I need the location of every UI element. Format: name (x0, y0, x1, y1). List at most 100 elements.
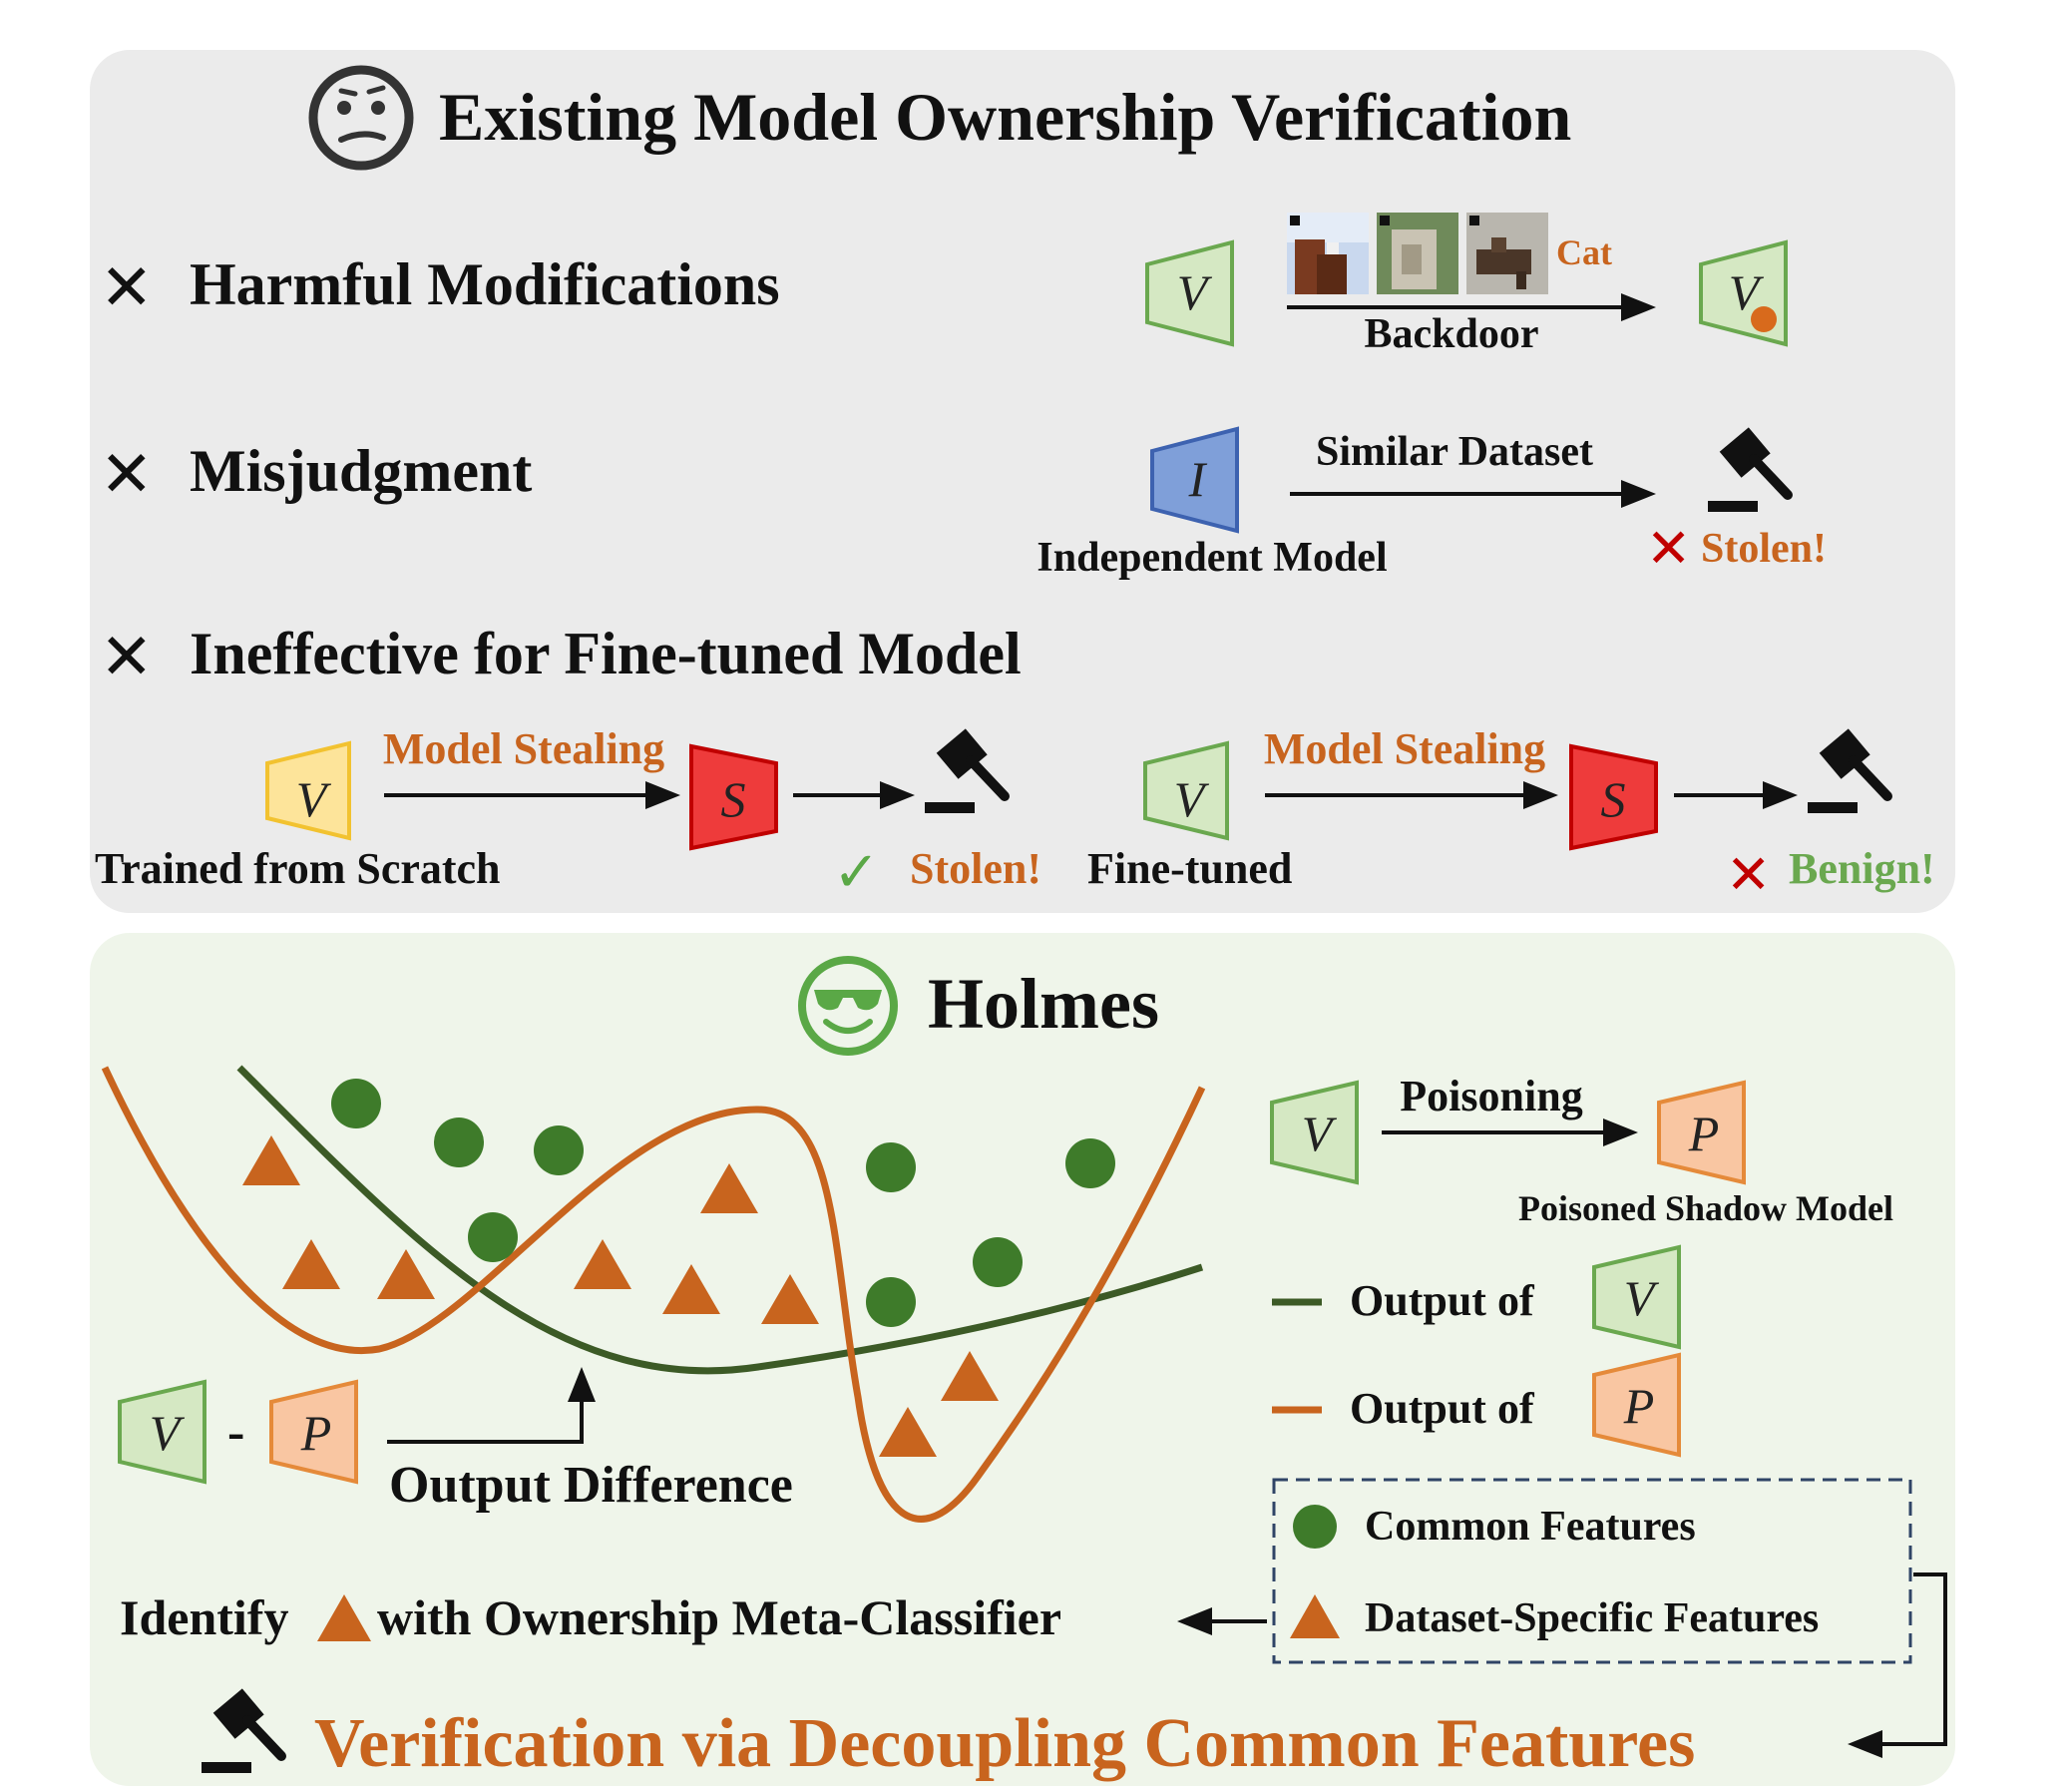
independent-model-shape: I (1150, 426, 1239, 534)
similar-dataset-arrow (1290, 480, 1656, 508)
specific-feature-point (941, 1351, 999, 1401)
specific-feature-point (700, 1163, 758, 1213)
gavel-icon (202, 1688, 286, 1773)
features-box (1272, 1478, 1912, 1664)
finetuned-model-shape: V (1143, 740, 1229, 841)
svg-text:P: P (300, 1405, 332, 1461)
conclusion-loop-arrow (1848, 1572, 1947, 1758)
identify-label-after: with Ownership Meta-Classifier (377, 1589, 1061, 1645)
svg-text:Output of: Output of (1350, 1384, 1535, 1433)
svg-text:S: S (721, 771, 746, 827)
similar-dataset-label: Similar Dataset (1316, 429, 1593, 475)
backdoor-arrow (1287, 293, 1656, 321)
orange-triangle-icon (317, 1594, 371, 1641)
identify-label-before: Identify (120, 1589, 288, 1645)
specific-feature-point (377, 1249, 435, 1299)
finetuned-verdict: Benign! (1789, 844, 1935, 893)
dataset-specific-features-label: Dataset-Specific Features (1365, 1595, 1819, 1641)
svg-text:V: V (1302, 1106, 1338, 1161)
issue-label-harmful: Harmful Modifications (190, 251, 780, 317)
legend-poisoned-output: Output of P (1272, 1352, 1681, 1458)
svg-text:V: V (1174, 771, 1210, 827)
svg-text:P: P (1623, 1378, 1655, 1434)
finetuned-arrow-label: Model Stealing (1264, 724, 1545, 773)
output-difference-arrow (387, 1367, 596, 1444)
common-feature-point (866, 1277, 916, 1327)
issue-label-finetuned: Ineffective for Fine-tuned Model (190, 621, 1022, 686)
output-difference-label: Output Difference (389, 1457, 793, 1514)
scratch-caption: Trained from Scratch (95, 844, 501, 893)
common-feature-point (468, 1212, 518, 1262)
common-feature-point (534, 1125, 584, 1175)
misjudgment-verdict: Stolen! (1701, 526, 1827, 572)
scratch-arrow-label: Model Stealing (383, 724, 664, 773)
finetuned-verify-arrow (1674, 781, 1798, 809)
specific-feature-point (574, 1239, 631, 1289)
svg-text:V: V (1177, 264, 1213, 320)
scratch-stealing-arrow (384, 781, 680, 809)
svg-text:I: I (1188, 451, 1208, 507)
finetuned-x-icon: ✕ (1726, 845, 1771, 905)
sunglasses-face-icon (798, 956, 898, 1056)
issue-label-misjudgment: Misjudgment (190, 438, 532, 504)
poisoning-victim-shape: V (1270, 1080, 1359, 1185)
specific-feature-point (761, 1274, 819, 1324)
misjudgment-x-icon: ✕ (1646, 519, 1691, 579)
specific-feature-point (242, 1135, 300, 1185)
difference-poisoned-shape: P (269, 1379, 358, 1485)
confused-face-icon (308, 65, 414, 171)
backdoored-model-shape: V (1699, 239, 1788, 347)
finetuned-stolen-model-shape: S (1569, 743, 1658, 851)
svg-text:P: P (1688, 1106, 1720, 1161)
scratch-stolen-model-shape: S (689, 743, 778, 851)
dataset-specific-feature-markers (242, 1135, 999, 1457)
trigger-image-2 (1377, 213, 1458, 294)
svg-text:S: S (1601, 771, 1626, 827)
scratch-verdict: Stolen! (910, 844, 1041, 893)
backdoor-dot-icon (1751, 306, 1777, 332)
trigger-image-3 (1466, 213, 1548, 294)
finetuned-stealing-arrow (1265, 781, 1558, 809)
common-feature-markers (331, 1079, 1115, 1327)
common-feature-point (973, 1237, 1023, 1287)
orange-triangle-icon (1290, 1594, 1340, 1638)
common-feature-point (866, 1142, 916, 1192)
legend-victim-output: Output of V (1272, 1244, 1681, 1350)
gavel-icon (1708, 427, 1793, 512)
gavel-icon (925, 728, 1010, 813)
common-features-label: Common Features (1365, 1504, 1696, 1550)
poisoned-output-curve (101, 1066, 1206, 1523)
scratch-check-icon: ✓ (833, 842, 880, 904)
trigger-image-1 (1287, 213, 1369, 294)
svg-text:V: V (296, 771, 332, 827)
conclusion-text: Verification via Decoupling Common Featu… (314, 1705, 1695, 1782)
common-feature-point (1065, 1138, 1115, 1188)
svg-text:Output of: Output of (1350, 1276, 1535, 1325)
backdoor-label: Backdoor (1364, 311, 1538, 357)
bottom-title: Holmes (928, 964, 1159, 1044)
finetuned-caption: Fine-tuned (1087, 844, 1292, 893)
trigger-target-label: Cat (1556, 232, 1612, 272)
scratch-verify-arrow (793, 781, 915, 809)
independent-model-caption: Independent Model (1036, 535, 1387, 581)
difference-victim-shape: V (118, 1379, 207, 1485)
specific-feature-point (662, 1264, 720, 1314)
poisoning-label: Poisoning (1400, 1072, 1582, 1120)
svg-text:V: V (150, 1405, 186, 1461)
specific-feature-point (282, 1239, 340, 1289)
poisoned-shadow-model-shape: P (1657, 1080, 1746, 1185)
top-title: Existing Model Ownership Verification (439, 79, 1571, 155)
green-circle-icon (1293, 1505, 1337, 1549)
gavel-icon (1808, 728, 1892, 813)
poisoning-arrow (1382, 1119, 1638, 1146)
victim-output-curve (236, 1065, 1204, 1375)
common-feature-point (434, 1118, 484, 1167)
difference-operator: - (227, 1404, 244, 1461)
issue-marker-3: ✕ (100, 622, 154, 692)
svg-text:V: V (1624, 1270, 1660, 1326)
common-feature-point (331, 1079, 381, 1128)
issue-marker-2: ✕ (100, 439, 154, 510)
victim-model-shape: V (1145, 239, 1234, 347)
specific-feature-point (879, 1407, 937, 1457)
